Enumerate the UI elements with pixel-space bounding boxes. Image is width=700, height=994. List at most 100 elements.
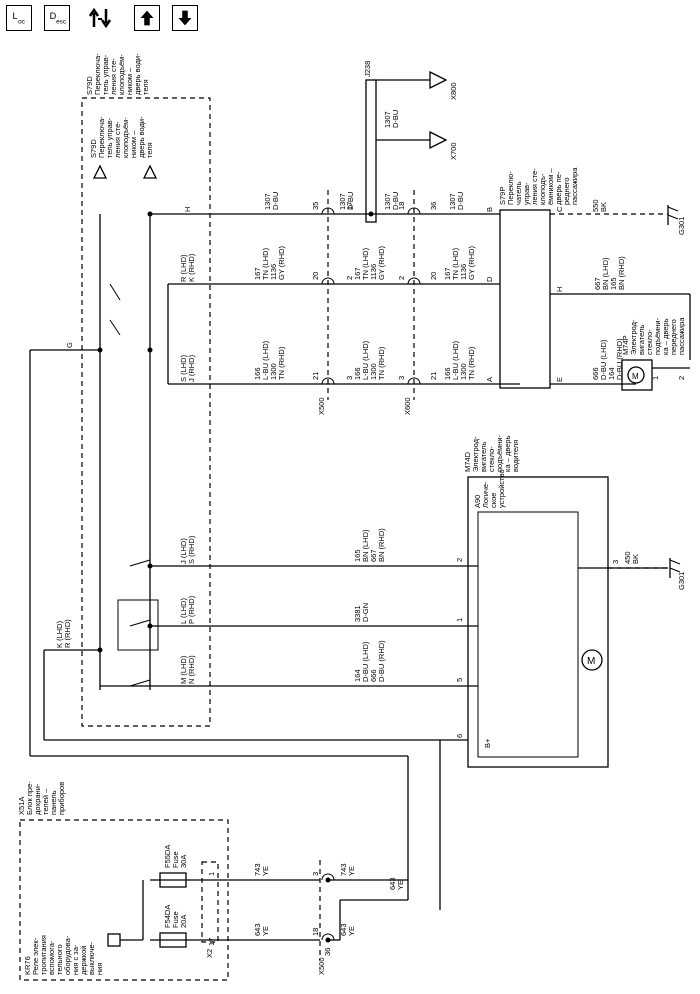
pin-s79p-d: D (485, 276, 494, 282)
pin-s79p-h: H (555, 287, 564, 292)
pin-m74d-1: 1 (455, 618, 464, 622)
svg-text:D: D (50, 11, 57, 21)
ref-triangle-b (142, 164, 158, 179)
x51a-boundary (19, 819, 229, 981)
x51a-label: X51AБлок пре-дохрани-телей –панельприбор… (17, 781, 66, 815)
x800-label: X800 (449, 82, 458, 100)
wire-w643b: 643YE (339, 923, 356, 936)
pin-x500-3: 3 (345, 376, 354, 380)
x600-label: X600 (403, 397, 412, 415)
swap-arrows-icon (88, 7, 112, 29)
pin-m74p-1: 1 (651, 376, 660, 380)
pin-x500-3b: 3 (311, 872, 320, 876)
pin-x500-36b: 36 (323, 948, 332, 956)
s79d-inner-label: S79DПереключа-тель управ-ления сте-клопо… (89, 116, 154, 158)
kr76-relay (107, 933, 121, 947)
pin-s79d-h: H (183, 207, 192, 212)
ref-triangle-a (92, 164, 108, 179)
down-button[interactable] (172, 5, 198, 31)
pin-s79d-j: J (LHD)S (RHD) (179, 535, 196, 564)
pin-x600-3: 3 (397, 376, 406, 380)
m74d-motor-icon (581, 649, 603, 671)
pin-s79p-b: B (485, 207, 494, 212)
x700-label: X700 (449, 142, 458, 160)
m74p-motor-icon (627, 366, 645, 384)
pin-s79d-g: G (65, 342, 74, 348)
wire-w164: 164D-BU (LHD)666D-BU (RHD) (353, 640, 386, 682)
svg-text:L: L (13, 11, 18, 21)
pin-m74d-5: 5 (455, 678, 464, 682)
wire-w166c: 166L-BU (LHD)1300TN (RHD) (443, 340, 476, 380)
arrow-up-icon (140, 10, 154, 26)
m74p-box (621, 359, 653, 391)
ground-g301-top-icon (667, 205, 679, 225)
pin-m74d-6: 6 (455, 734, 464, 738)
wire-w1307e: 1307D-BU (383, 110, 400, 128)
pin-s79d-k: K (LHD)R (RHD) (55, 619, 72, 648)
pin-s79p-e: E (555, 377, 564, 382)
wire-w167a: 167TN (LHD)1136GY (RHD) (253, 245, 286, 280)
ref-triangle-d (429, 70, 448, 90)
fuse-f55da (159, 872, 187, 888)
a90-label: A90Логиче-скоеустройство (473, 469, 506, 508)
wire-w1307d: 1307D-BU (448, 192, 465, 210)
pin-m74d-bplus: B+ (483, 738, 492, 748)
svg-text:oc: oc (18, 19, 26, 26)
pin-m74d-3: 3 (611, 560, 620, 564)
swap-button[interactable] (88, 5, 114, 31)
s79p-label: S79PПереклю-чательуправ-ления сте-клопод… (498, 167, 579, 205)
m74d-box (467, 476, 609, 768)
a90-box (477, 511, 579, 758)
pin-x500-17: 17 (345, 202, 354, 210)
wire-w643c: 643YE (388, 877, 405, 890)
pin-x500-21: 21 (311, 372, 320, 380)
pin-x500-2: 2 (345, 276, 354, 280)
m74p-label: M74PЭлектрод-вигательстекло-подъёмни-ка … (621, 317, 686, 355)
wire-w165: 165BN (LHD)667BN (RHD) (353, 528, 386, 562)
j238-label: J238 (363, 61, 372, 77)
wire-w743a: 743YE (253, 863, 270, 876)
pin-s79p-a: A (485, 377, 494, 382)
j238-bar (365, 79, 377, 223)
wire-w743b: 743YE (339, 863, 356, 876)
g301-top-label: G301 (677, 217, 686, 235)
pin-m74p-2: 2 (677, 376, 686, 380)
pin-x600-20: 20 (429, 272, 438, 280)
fuse-f54da (159, 932, 187, 948)
wire-w1307b: 1307D-BU (338, 192, 355, 210)
wire-w550: 550BK (591, 199, 608, 212)
pin-x600-2: 2 (397, 276, 406, 280)
svg-text:M: M (587, 656, 595, 667)
pin-x600-21: 21 (429, 372, 438, 380)
x500-bottom-label: X500 (317, 957, 326, 975)
wire-w166b: 166L-BU (LHD)1300TN (RHD) (353, 340, 386, 380)
s79p-box (499, 209, 551, 389)
wire-w167c: 167TN (LHD)1136GY (RHD) (443, 245, 476, 280)
arrow-down-icon (178, 10, 192, 26)
pin-x51a-17: 17 (207, 938, 216, 946)
f55da-label: F55DAFuse30A (163, 845, 188, 868)
wire-w643a: 643YE (253, 923, 270, 936)
pin-s79d-l: L (LHD)P (RHD) (179, 595, 196, 624)
pin-m74d-2: 2 (455, 558, 464, 562)
wire-w1307a: 1307D-BU (263, 192, 280, 210)
svg-text:esc: esc (56, 19, 67, 26)
pin-s79d-m: M (LHD)N (RHD) (179, 655, 196, 684)
x2-connector-box (201, 861, 219, 943)
wire-w666: 666D-BU (LHD)164D-BU (RHD) (591, 338, 624, 380)
wire-w3381: 3381D-GN (353, 603, 370, 622)
wire-w667: 667BN (LHD)165BN (RHD) (593, 256, 626, 290)
wire-w1307c: 1307D-BU (383, 192, 400, 210)
x500-top-label: X500 (317, 397, 326, 415)
pin-x500-35: 35 (311, 202, 320, 210)
s79d-outer-label: S79DПереключа-тель управ-ления сте-клопо… (85, 53, 150, 95)
up-button[interactable] (134, 5, 160, 31)
pin-x600-36: 36 (429, 202, 438, 210)
wire-w450: 450BK (623, 551, 640, 564)
pin-x500-18b: 18 (311, 928, 320, 936)
g301-mid-label: G301 (677, 572, 686, 590)
